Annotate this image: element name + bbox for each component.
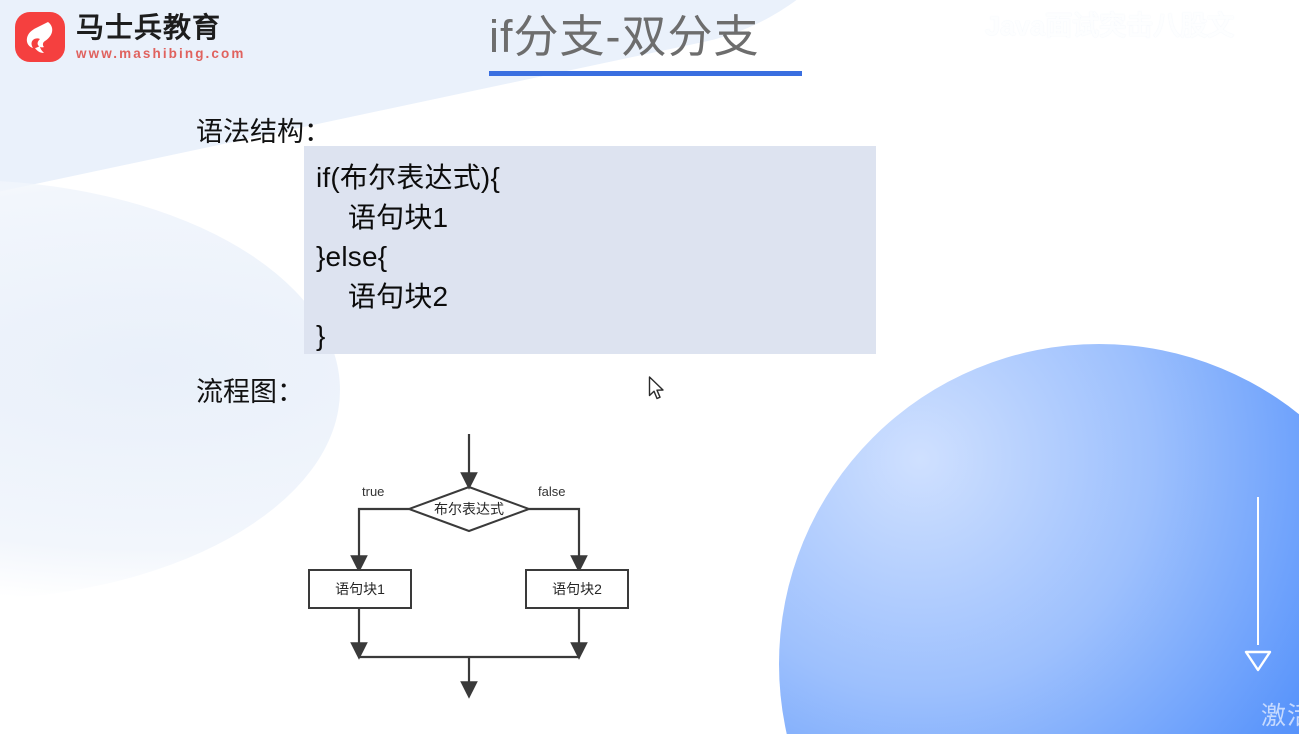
condition-node-label: 布尔表达式: [434, 501, 504, 517]
false-branch-node-label: 语句块2: [552, 581, 602, 597]
title-underline: [489, 71, 802, 76]
code-line: if(布尔表达式){: [316, 162, 501, 193]
flowchart-label: 流程图：: [196, 377, 304, 407]
brand-name: 马士兵教育: [76, 12, 222, 44]
mouse-pointer-icon: [648, 376, 666, 402]
true-branch-node-label: 语句块1: [335, 581, 385, 597]
page-title: if分支-双分支: [489, 11, 760, 62]
watermark-text: Java面试突击八股文: [985, 11, 1235, 41]
down-triangle-icon: [1244, 650, 1272, 672]
decor-vertical-line: [1257, 497, 1259, 645]
branch-label-true: true: [362, 484, 385, 499]
code-line: }else{: [316, 241, 388, 272]
activate-watermark-text: 激活: [1260, 702, 1299, 730]
flowchart: true false 布尔表达式 语句块1 语句块2: [300, 428, 640, 708]
watermark: Java面试突击八股文: [985, 4, 1269, 43]
brand-logo: 马士兵教育 www.mashibing.com: [15, 12, 245, 62]
background-blue-circle: [779, 344, 1299, 734]
play-badge-icon: [1244, 6, 1269, 41]
horse-head-logo-icon: [15, 12, 65, 62]
code-line: }: [316, 320, 326, 351]
brand-url: www.mashibing.com: [76, 45, 246, 61]
branch-label-false: false: [538, 484, 566, 499]
code-block: if(布尔表达式){ 语句块1 }else{ 语句块2 }: [304, 146, 876, 354]
code-line: 语句块2: [316, 280, 449, 312]
code-line: 语句块1: [316, 201, 449, 233]
syntax-structure-label: 语法结构：: [196, 117, 331, 147]
